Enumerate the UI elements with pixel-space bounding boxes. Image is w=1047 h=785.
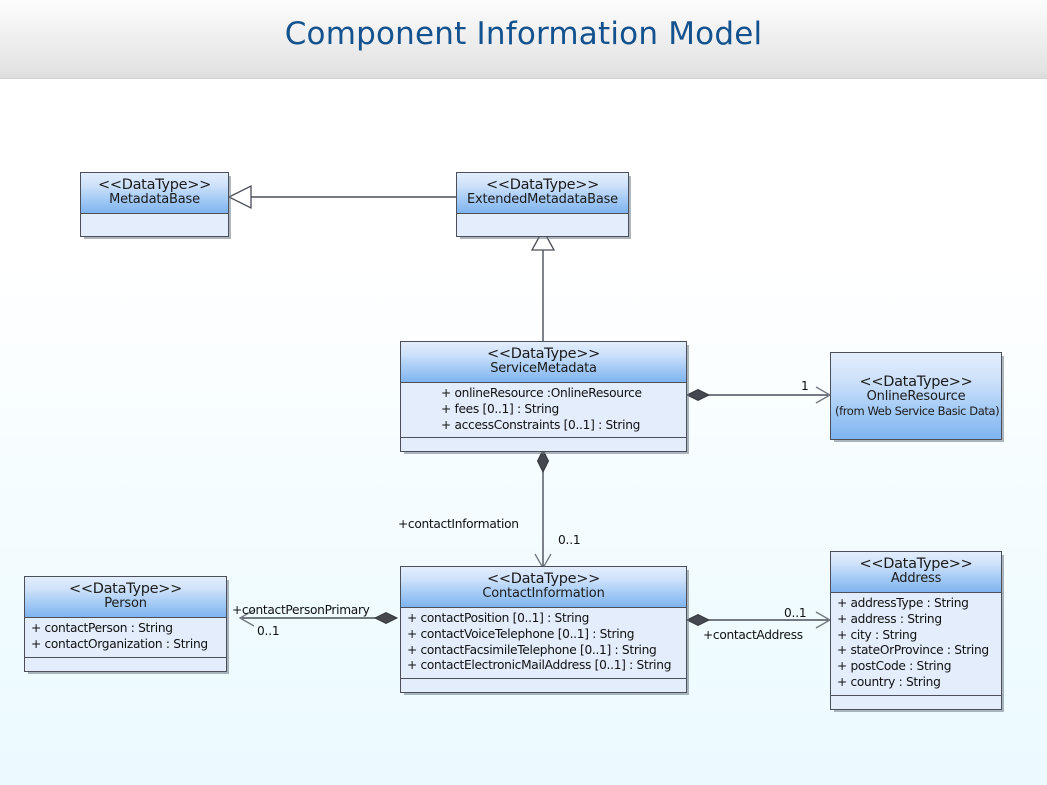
attribute-row: + contactFacsimileTelephone [0..1] : Str… — [407, 642, 657, 657]
class-header-servicemetadata: <<DataType>> ServiceMetadata — [401, 342, 686, 383]
attribute-row: + city : String — [837, 627, 917, 642]
class-header-person: <<DataType>> Person — [25, 577, 226, 618]
class-name-label: ServiceMetadata — [490, 361, 597, 377]
edge-multiplicity-contactpersonprimary: 0..1 — [257, 624, 280, 638]
attribute-row: + onlineResource :OnlineResource — [441, 385, 642, 400]
class-name-label: OnlineResource — [866, 389, 966, 405]
stereotype-label: <<DataType>> — [859, 556, 973, 572]
attribute-row: + contactVoiceTelephone [0..1] : String — [407, 626, 635, 641]
class-name-label: ContactInformation — [482, 586, 605, 602]
attribute-row: + country : String — [837, 675, 941, 690]
stereotype-label: <<DataType>> — [98, 177, 211, 193]
attribute-row: + address : String — [837, 611, 942, 626]
class-header-contactinformation: <<DataType>> ContactInformation — [401, 567, 686, 608]
class-person[interactable]: <<DataType>> Person + contactPerson : St… — [24, 576, 227, 672]
edge-label-contactinformation: +contactInformation — [398, 517, 519, 531]
class-operations-address — [831, 695, 1001, 709]
class-servicemetadata[interactable]: <<DataType>> ServiceMetadata + onlineRes… — [400, 341, 687, 453]
class-name-label: MetadataBase — [109, 192, 200, 208]
class-name-label: Person — [104, 596, 147, 612]
class-attributes-servicemetadata: + onlineResource :OnlineResource + fees … — [401, 382, 686, 439]
class-operations-servicemetadata — [401, 438, 686, 452]
class-header-metadatabase: <<DataType>> MetadataBase — [81, 173, 228, 214]
class-contactinformation[interactable]: <<DataType>> ContactInformation + contac… — [400, 566, 687, 694]
edge-multiplicity-onlineresource: 1 — [801, 379, 809, 393]
stereotype-label: <<DataType>> — [69, 581, 182, 597]
title-bar: Component Information Model — [0, 0, 1047, 79]
attribute-row: + accessConstraints [0..1] : String — [441, 417, 641, 432]
class-attributes-contactinformation: + contactPosition [0..1] : String + cont… — [401, 607, 686, 680]
attribute-row: + stateOrProvince : String — [837, 643, 989, 658]
class-operations-person — [25, 657, 226, 671]
class-extendedmetadatabase[interactable]: <<DataType>> ExtendedMetadataBase — [456, 172, 629, 237]
class-attributes-extendedmetadatabase — [457, 213, 628, 236]
class-attributes-person: + contactPerson : String + contactOrgani… — [25, 617, 226, 658]
stereotype-label: <<DataType>> — [487, 346, 600, 362]
class-address[interactable]: <<DataType>> Address + addressType : Str… — [830, 551, 1002, 710]
edge-multiplicity-contactaddress: 0..1 — [784, 606, 807, 620]
class-attributes-metadatabase — [81, 213, 228, 236]
attribute-row: + addressType : String — [837, 595, 969, 610]
attribute-row: + postCode : String — [837, 659, 952, 674]
attribute-row: + contactOrganization : String — [31, 636, 208, 651]
class-from-label: (from Web Service Basic Data) — [835, 403, 1000, 418]
class-header-address: <<DataType>> Address — [831, 552, 1001, 593]
edge-label-contactpersonprimary: +contactPersonPrimary — [232, 603, 370, 617]
stereotype-label: <<DataType>> — [486, 177, 599, 193]
class-metadatabase[interactable]: <<DataType>> MetadataBase — [80, 172, 229, 237]
edge-multiplicity-contactinformation: 0..1 — [558, 533, 581, 547]
edge-label-contactaddress: +contactAddress — [703, 628, 803, 642]
class-name-label: Address — [890, 571, 942, 587]
class-header-onlineresource: <<DataType>> OnlineResource (from Web Se… — [831, 353, 1001, 439]
page-title: Component Information Model — [284, 16, 763, 52]
stereotype-label: <<DataType>> — [859, 374, 973, 390]
attribute-row: + contactPosition [0..1] : String — [407, 610, 590, 625]
class-operations-contactinformation — [401, 679, 686, 693]
class-attributes-address: + addressType : String + address : Strin… — [831, 592, 1001, 696]
attribute-row: + contactElectronicMailAddress [0..1] : … — [407, 658, 672, 673]
class-name-label: ExtendedMetadataBase — [467, 192, 618, 208]
class-header-extendedmetadatabase: <<DataType>> ExtendedMetadataBase — [457, 173, 628, 214]
attribute-row: + fees [0..1] : String — [441, 401, 559, 416]
stereotype-label: <<DataType>> — [487, 571, 600, 587]
class-onlineresource[interactable]: <<DataType>> OnlineResource (from Web Se… — [830, 352, 1002, 440]
attribute-row: + contactPerson : String — [31, 620, 173, 635]
